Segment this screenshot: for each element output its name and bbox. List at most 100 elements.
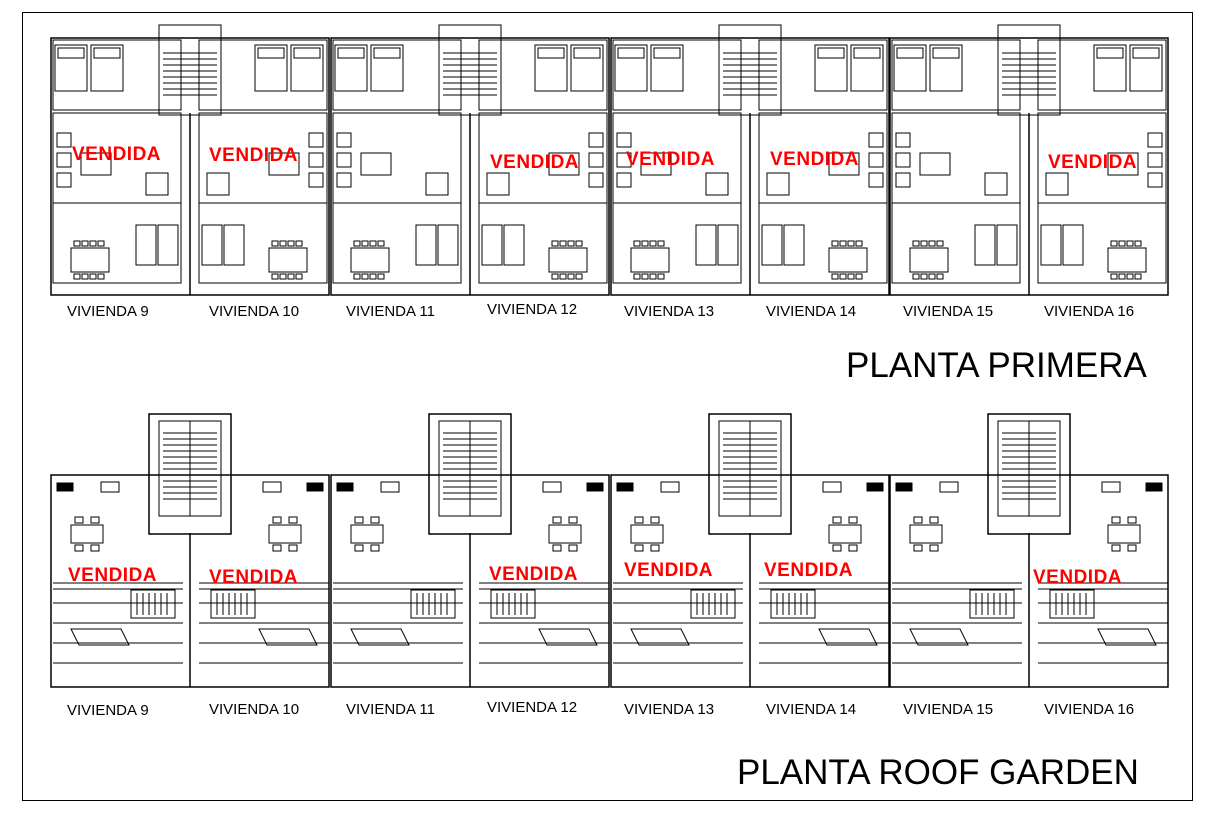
table-icon	[360, 152, 392, 176]
bedroom-wall	[332, 39, 462, 111]
table-icon	[919, 152, 951, 176]
chair-icon	[847, 240, 855, 247]
toilet-icon	[145, 172, 169, 196]
chair-icon	[1127, 544, 1137, 552]
chair-icon	[1111, 516, 1121, 524]
sofa-icon	[1040, 224, 1062, 266]
stove-icon	[336, 172, 352, 188]
chair-icon	[271, 240, 279, 247]
chair-icon	[370, 544, 380, 552]
chair-icon	[354, 544, 364, 552]
dining-table-icon	[1107, 247, 1147, 273]
sofa-icon	[135, 224, 157, 266]
chair-icon	[848, 516, 858, 524]
chair-icon	[920, 273, 928, 280]
fixture-icon	[262, 481, 282, 493]
stove-icon	[588, 152, 604, 168]
bed-icon	[850, 44, 884, 92]
chair-icon	[929, 516, 939, 524]
dining-table-icon	[70, 247, 110, 273]
bedroom-wall	[1037, 39, 1167, 111]
living-area	[612, 202, 742, 284]
chair-icon	[361, 273, 369, 280]
toilet-icon	[705, 172, 729, 196]
dining-table-icon	[828, 247, 868, 273]
chair-icon	[89, 273, 97, 280]
living-area	[478, 202, 608, 284]
chair-icon	[575, 240, 583, 247]
lounger-icon	[630, 628, 690, 646]
chair-icon	[288, 544, 298, 552]
bedroom-wall	[478, 39, 608, 111]
bed-icon	[254, 44, 288, 92]
stove-icon	[308, 132, 324, 148]
sofa-icon	[415, 224, 437, 266]
fixture-icon	[100, 481, 120, 493]
jacuzzi-icon	[130, 589, 176, 619]
chair-icon	[97, 240, 105, 247]
chair-icon	[1118, 240, 1126, 247]
chair-icon	[73, 240, 81, 247]
dining-table-icon	[268, 247, 308, 273]
dining-table-icon	[350, 247, 390, 273]
lounger-icon	[538, 628, 598, 646]
living-area	[52, 202, 182, 284]
table-icon	[1107, 152, 1139, 176]
stove-icon	[868, 132, 884, 148]
fixture-icon	[542, 481, 562, 493]
stove-icon	[616, 172, 632, 188]
chair-icon	[89, 240, 97, 247]
sold-badge: VENDIDA	[209, 567, 299, 588]
pillow-icon	[853, 47, 881, 59]
chair-icon	[1127, 516, 1137, 524]
pillow-icon	[373, 47, 401, 59]
stove-icon	[588, 172, 604, 188]
stove-icon	[1147, 152, 1163, 168]
chair-icon	[353, 240, 361, 247]
bed-icon	[650, 44, 684, 92]
fixture-icon	[336, 482, 354, 492]
lounger-icon	[909, 628, 969, 646]
stove-icon	[1147, 132, 1163, 148]
chair-icon	[1126, 240, 1134, 247]
pillow-icon	[293, 47, 321, 59]
chair-icon	[272, 516, 282, 524]
unit-label: VIVIENDA 12	[487, 301, 578, 318]
bed-icon	[334, 44, 368, 92]
kitchen-area	[891, 112, 1021, 204]
chair-icon	[559, 240, 567, 247]
chair-icon	[831, 273, 839, 280]
unit-label: VIVIENDA 9	[67, 702, 149, 719]
jacuzzi-icon	[690, 589, 736, 619]
stove-icon	[56, 132, 72, 148]
chair-icon	[641, 273, 649, 280]
chair-icon	[913, 544, 923, 552]
outdoor-table-icon	[548, 524, 582, 544]
pillow-icon	[653, 47, 681, 59]
sold-badge: VENDIDA	[624, 560, 714, 581]
sold-badge: VENDIDA	[209, 145, 299, 166]
chair-icon	[295, 273, 303, 280]
sofa-icon	[1062, 224, 1084, 266]
pillow-icon	[932, 47, 960, 59]
unit-label: VIVIENDA 14	[766, 303, 857, 320]
plan-title: PLANTA ROOF GARDEN	[737, 753, 1139, 792]
chair-icon	[279, 240, 287, 247]
chair-icon	[271, 273, 279, 280]
sofa-icon	[717, 224, 739, 266]
chair-icon	[912, 273, 920, 280]
bedroom-wall	[198, 39, 328, 111]
chair-icon	[288, 516, 298, 524]
chair-icon	[295, 240, 303, 247]
chair-icon	[551, 240, 559, 247]
jacuzzi-icon	[410, 589, 456, 619]
bedroom-wall	[758, 39, 888, 111]
chair-icon	[81, 240, 89, 247]
bed-icon	[54, 44, 88, 92]
bed-icon	[1129, 44, 1163, 92]
stove-icon	[895, 152, 911, 168]
chair-icon	[839, 240, 847, 247]
chair-icon	[936, 273, 944, 280]
unit-label: VIVIENDA 13	[624, 303, 715, 320]
chair-icon	[847, 273, 855, 280]
